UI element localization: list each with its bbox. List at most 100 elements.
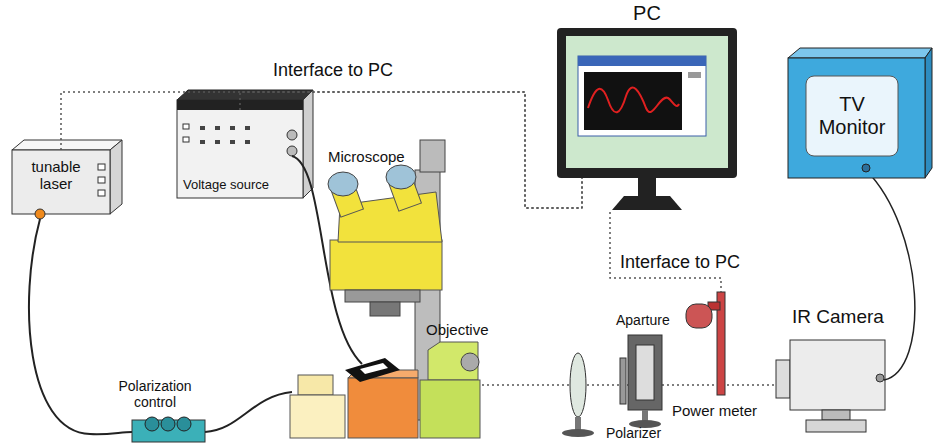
- microscope-part: [370, 302, 400, 316]
- aperture-polarizer: [620, 335, 662, 428]
- objective-holder: [420, 342, 480, 438]
- tv-housing-part: [788, 58, 925, 178]
- pc-monitor-part: [584, 72, 682, 130]
- pc-monitor-part: [566, 36, 728, 168]
- pc-monitor-part: [578, 56, 706, 66]
- laser-housing-part: [98, 177, 105, 183]
- ir-camera-part: [776, 360, 790, 398]
- ir-camera-part: [790, 340, 885, 410]
- node-text: Voltage source: [183, 178, 299, 193]
- laser-housing: [12, 140, 122, 219]
- sample-stage-part: [348, 378, 418, 438]
- part-label: Microscope: [328, 148, 405, 165]
- pc-monitor: [557, 28, 737, 210]
- voltage-source-housing-part: [245, 140, 250, 144]
- laser-housing-part: [98, 164, 105, 170]
- microscope-part: [330, 240, 442, 290]
- sample-stage-part: [298, 375, 333, 395]
- tv-housing-part: [862, 164, 870, 172]
- voltage-source-housing-part: [183, 137, 189, 142]
- microscope-part: [420, 140, 445, 172]
- aperture-polarizer-part: [628, 335, 662, 410]
- microscope-part: [386, 165, 416, 189]
- pc-node: PC: [557, 0, 737, 178]
- microscope-part: [328, 172, 358, 196]
- node-text: PC: [557, 2, 737, 25]
- voltage-source-housing-part: [287, 130, 297, 140]
- fiber-cable-part: [29, 219, 132, 434]
- polarization-controller-part: [161, 417, 175, 431]
- tv-housing-part: [806, 76, 898, 156]
- voltage-source-housing-part: [200, 126, 205, 130]
- power-meter: [686, 292, 725, 395]
- voltage-source-housing-part: [215, 126, 220, 130]
- objective-holder-part: [461, 353, 479, 371]
- ir-camera-part: [806, 420, 866, 432]
- pc-monitor-part: [688, 72, 701, 78]
- voltage-source-housing-part: [215, 140, 220, 144]
- power-meter-part: [686, 304, 712, 328]
- part-label: Aparture: [616, 312, 670, 328]
- pc-monitor-part: [557, 28, 737, 178]
- voltage-source-housing-part: [230, 140, 235, 144]
- voltage-source-housing-part: [287, 146, 297, 156]
- sample-stage: [290, 358, 418, 438]
- laser-housing-part: [35, 209, 45, 219]
- voltage-source-housing-part: [183, 124, 189, 129]
- pc-monitor-part: [588, 88, 679, 113]
- polarization-controller: [132, 417, 205, 442]
- lens-part: [570, 353, 586, 417]
- node-text: tunable laser: [16, 158, 96, 193]
- aperture-polarizer-part: [620, 358, 626, 404]
- lens: [562, 353, 594, 437]
- edge-label: Interface to PC: [273, 60, 393, 81]
- sample-stage-part: [290, 395, 345, 438]
- lens-part: [562, 429, 594, 437]
- ir-camera: [776, 340, 885, 432]
- voltage-source-housing-part: [200, 140, 205, 144]
- voltage-source-housing-part: [177, 100, 303, 198]
- laser-housing-part: [110, 140, 122, 214]
- microscope-part: [345, 290, 420, 302]
- aperture-polarizer-part: [636, 345, 654, 400]
- part-label: Power meter: [672, 402, 757, 419]
- pc-monitor-part: [638, 178, 656, 196]
- part-label: Objective: [426, 321, 489, 338]
- interface-connector: [240, 92, 582, 208]
- fiber-cable-part: [205, 392, 292, 432]
- polarization-controller-part: [177, 417, 191, 431]
- voltage-source-housing: [177, 90, 313, 198]
- tv-screen: TV Monitor: [806, 76, 898, 156]
- fiber-cable: [29, 219, 292, 434]
- tv-housing: [788, 48, 932, 178]
- objective-holder-part: [420, 380, 480, 438]
- ir-camera-part: [822, 410, 850, 420]
- sample-stage-part: [360, 363, 388, 374]
- part-label: Interface to PC: [620, 252, 740, 273]
- laser-box: tunable laser: [12, 150, 110, 214]
- tv-housing-part: [788, 48, 932, 58]
- part-label: Polarizer: [606, 425, 661, 441]
- part-label: Polarization control: [96, 378, 214, 410]
- voltage-source-housing-part: [245, 126, 250, 130]
- laser-housing-part: [98, 190, 105, 196]
- tv-housing-part: [925, 48, 932, 178]
- interface-connector: [61, 92, 582, 208]
- part-label: IR Camera: [792, 306, 884, 328]
- node-text: TV Monitor: [810, 93, 894, 139]
- objective-holder-part: [428, 342, 478, 380]
- voltage-source-box: Voltage source: [177, 110, 303, 198]
- voltage-source-housing-part: [230, 126, 235, 130]
- sample-stage-part: [345, 358, 400, 382]
- ir-camera-part: [876, 374, 884, 382]
- video-cable: [866, 170, 915, 380]
- polarization-controller-part: [145, 417, 159, 431]
- voltage-source-housing-part: [303, 90, 313, 198]
- pc-monitor-part: [578, 56, 706, 136]
- laser-housing-part: [12, 140, 122, 150]
